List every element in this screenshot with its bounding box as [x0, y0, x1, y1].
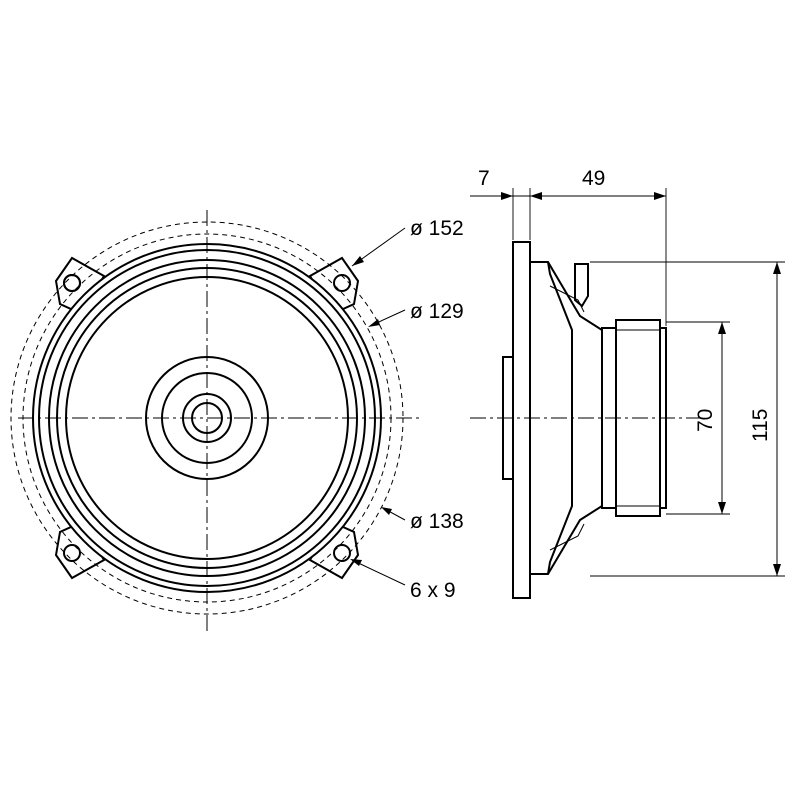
basket-rib-upper: [549, 285, 585, 313]
dim-magnet-arrow-top: [718, 322, 726, 334]
magnet-back-plate: [659, 327, 667, 509]
dim-frame-arrow-top: [773, 262, 781, 274]
label-cone-diameter: ø 129: [410, 300, 464, 323]
side-flange: [512, 241, 531, 599]
side-view: 7 49 70 115: [470, 167, 785, 599]
leader-mounting-holes: [351, 559, 406, 586]
dim-flange-arrow-left: [501, 192, 513, 200]
mounting-hole-top-right: [333, 274, 351, 292]
label-flange-thickness: 7: [478, 167, 490, 190]
leader-mounting-holes-arrow: [350, 559, 362, 566]
side-front-bulge: [502, 356, 514, 480]
leader-cone-diameter-arrow: [368, 319, 380, 327]
label-mounting-depth: 49: [582, 167, 605, 190]
leader-outer-diameter-arrow: [352, 256, 364, 266]
leader-bolt-circle-arrow: [381, 507, 392, 515]
terminal-tab: [574, 263, 589, 308]
horizontal-dimension-lines: [470, 192, 666, 200]
dim-magnet-arrow-bottom: [718, 502, 726, 514]
label-bolt-circle: ø 138: [410, 510, 464, 533]
mounting-hole-top-left-front: [63, 274, 81, 292]
basket-inner-outline: [547, 261, 573, 575]
mounting-hole-bottom-left: [63, 544, 81, 562]
dim-frame-arrow-bottom: [773, 564, 781, 576]
dim-depth-arrow-right: [654, 192, 666, 200]
label-magnet-diameter: 70: [694, 409, 717, 432]
basket-rib-lower: [549, 523, 585, 551]
front-view: ø 152 ø 129 ø 138 6 x 9: [10, 210, 464, 632]
front-dimension-leaders: [350, 227, 406, 586]
label-frame-height: 115: [749, 409, 772, 442]
side-extension-lines: [512, 188, 785, 577]
vertical-dimension-lines: [718, 262, 781, 576]
mounting-hole-bottom-right: [333, 544, 351, 562]
label-outer-diameter: ø 152: [410, 217, 464, 240]
label-mounting-holes: 6 x 9: [410, 579, 456, 602]
